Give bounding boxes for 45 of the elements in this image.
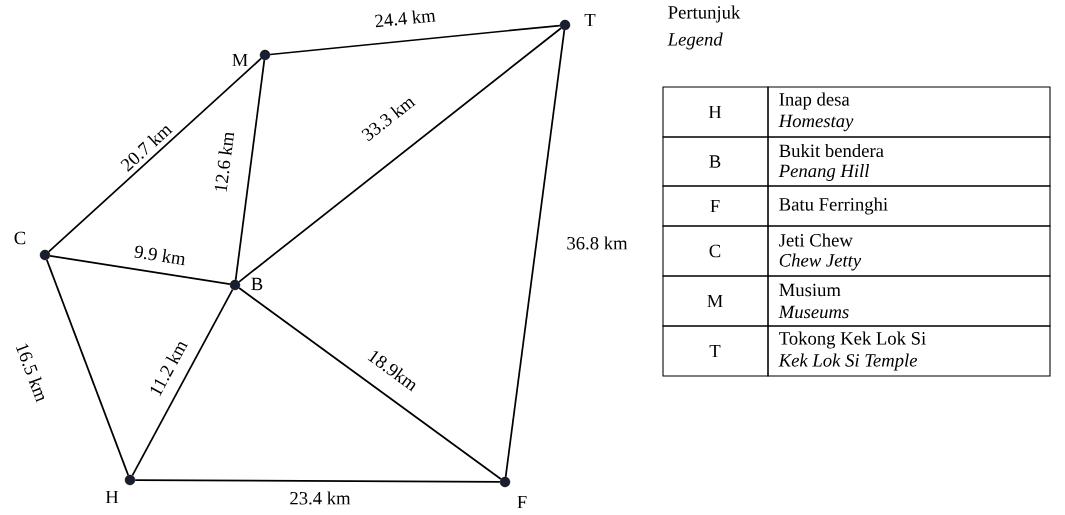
route-line	[238, 287, 502, 480]
table-cell: Tokong Kek Lok Si Kek Lok Si Temple	[767, 325, 1051, 377]
edge-label: 24.4 km	[372, 6, 438, 30]
point-marker	[259, 49, 271, 61]
edge-label: 16.5 km	[13, 339, 51, 405]
table-cell: F	[662, 185, 769, 227]
route-line	[134, 479, 501, 483]
table-cell: Bukit bendera Penang Hill	[767, 136, 1051, 187]
route-line	[234, 59, 266, 281]
edge-label: 20.7 km	[117, 119, 175, 175]
point-label: H	[105, 490, 119, 504]
edge-label: 9.9 km	[131, 242, 189, 268]
point-marker	[124, 474, 136, 486]
table-cell: Musium Museums	[767, 275, 1051, 327]
table-cell: T	[662, 325, 769, 377]
point-label: F	[517, 495, 527, 509]
legend-heading: Pertunjuk	[668, 5, 741, 23]
route-line	[131, 288, 234, 477]
point-label: M	[232, 53, 248, 67]
point-marker	[499, 476, 511, 488]
table-cell: H	[662, 86, 769, 138]
point-label: T	[584, 13, 596, 27]
route-line	[49, 254, 231, 286]
edge-label: 23.4 km	[288, 490, 352, 506]
table-cell: B	[662, 136, 769, 187]
table-cell: Batu Ferringhi	[767, 185, 1051, 227]
point-marker	[229, 279, 241, 291]
route-line	[45, 258, 130, 477]
table-cell: M	[662, 275, 769, 327]
route-line	[238, 27, 562, 283]
legend-heading: Legend	[667, 32, 723, 50]
edge-label: 33.3 km	[358, 92, 418, 144]
edge-label: 36.8 km	[565, 235, 629, 251]
route-line	[47, 57, 263, 253]
point-label: C	[14, 231, 26, 245]
route-line	[269, 24, 561, 56]
edge-label: 11.2 km	[146, 336, 190, 400]
point-marker	[559, 19, 571, 31]
route-line	[504, 29, 566, 478]
point-marker	[39, 249, 51, 261]
point-label: B	[251, 277, 263, 291]
table-cell: C	[662, 225, 769, 277]
table-cell: Jeti Chew Chew Jetty	[767, 225, 1051, 277]
table-cell: Inap desa Homestay	[767, 86, 1051, 138]
edge-label: 12.6 km	[212, 129, 236, 195]
